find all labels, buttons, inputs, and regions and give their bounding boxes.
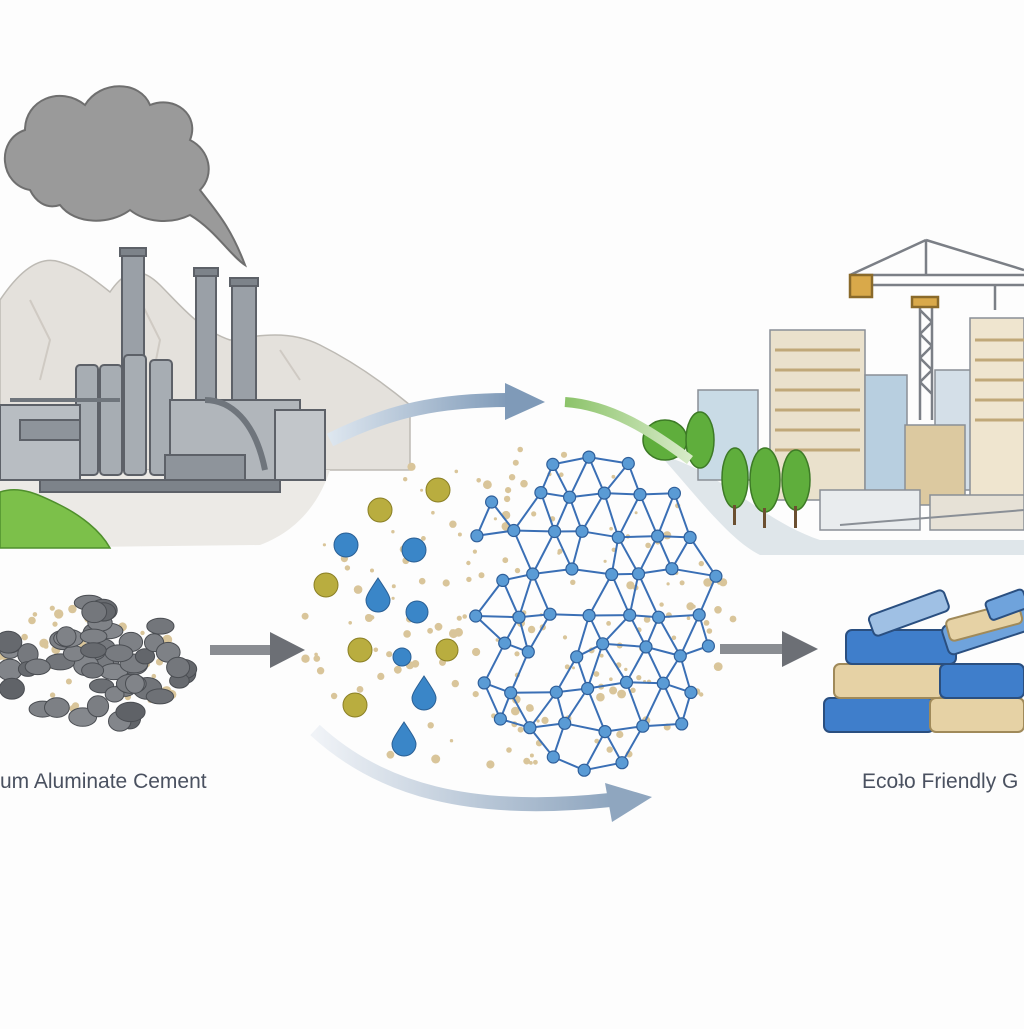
cement-pile-icon xyxy=(0,595,197,731)
arrow-right-icon xyxy=(315,730,610,804)
small-arrows xyxy=(210,631,818,668)
smoke-cloud-icon xyxy=(5,86,245,265)
cement-label: um Aluminate Cement xyxy=(0,770,207,794)
arrow-right-icon xyxy=(720,631,818,667)
eco-product-label: Ecoʇo Friendly G xyxy=(862,770,1018,794)
particle-mix xyxy=(301,447,736,777)
city-scene xyxy=(643,240,1024,555)
arrow-right-icon xyxy=(210,632,305,668)
blocks-stack-icon xyxy=(824,588,1024,732)
factory-scene xyxy=(0,86,410,548)
city-skyline-icon xyxy=(698,318,1024,530)
